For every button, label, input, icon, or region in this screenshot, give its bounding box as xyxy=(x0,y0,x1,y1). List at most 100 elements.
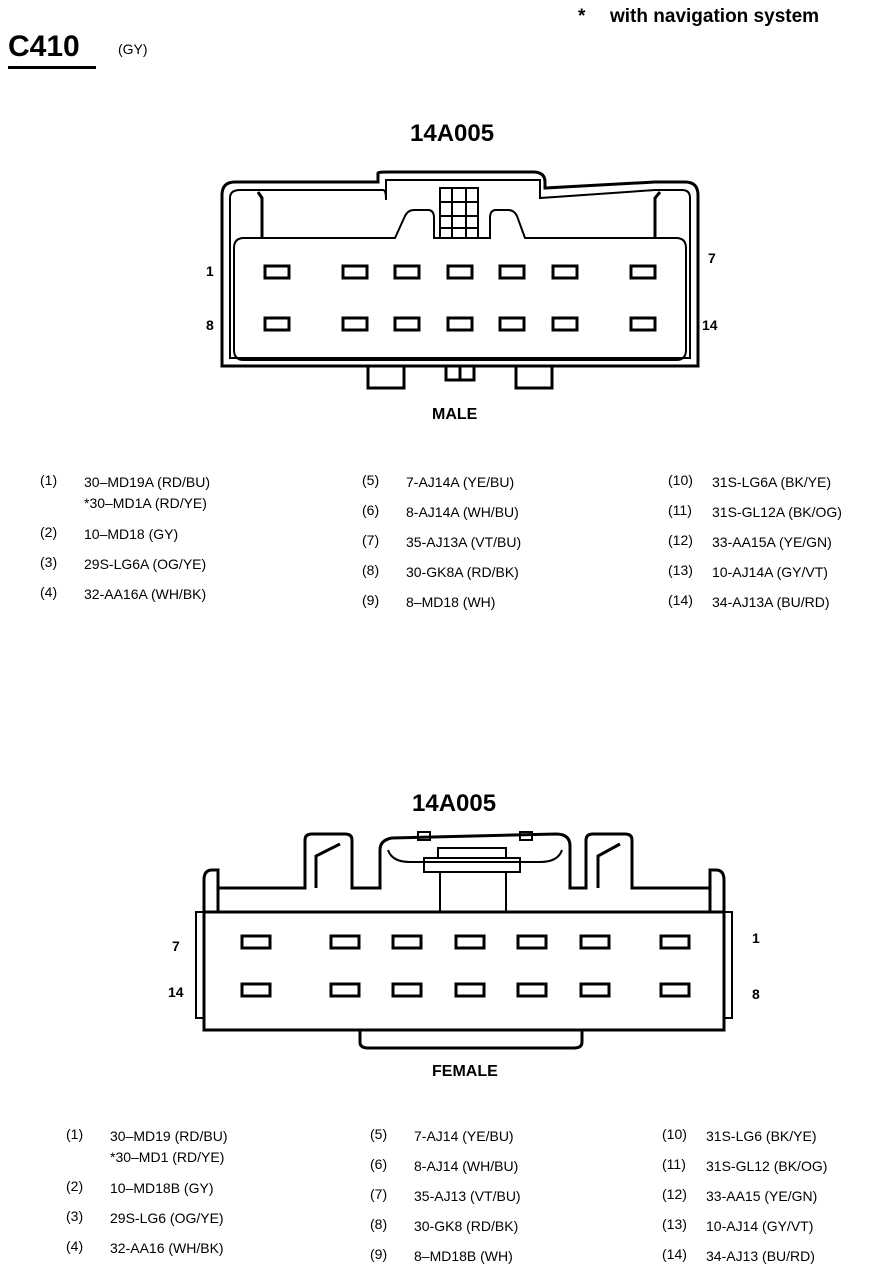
wire-circuit: 35-AJ13A (VT/BU) xyxy=(406,532,521,553)
wire-pin-number: (3) xyxy=(66,1208,84,1224)
female-cavity-8 xyxy=(659,982,691,998)
wire-pin-number: (10) xyxy=(668,472,693,488)
wire-circuit: 33-AA15A (YE/GN) xyxy=(712,532,832,553)
wire-pin-number: (11) xyxy=(668,502,692,518)
wire-entry: (14)34-AJ13 (BU/RD) xyxy=(662,1246,827,1276)
wire-pin-number: (8) xyxy=(362,562,380,578)
wire-pin-number: (5) xyxy=(362,472,380,488)
wire-circuit: 33-AA15 (YE/GN) xyxy=(706,1186,817,1207)
wire-circuit: 31S-GL12A (BK/OG) xyxy=(712,502,842,523)
wire-pin-number: (3) xyxy=(40,554,58,570)
female-cavity-7 xyxy=(240,934,272,950)
wire-circuit: 10–MD18B (GY) xyxy=(110,1178,213,1199)
male-pin-label-top-right: 7 xyxy=(708,250,716,266)
wire-entry: (9) 8–MD18 (WH) xyxy=(362,592,521,622)
male-pin-label-bottom-left: 8 xyxy=(206,317,214,333)
wire-circuit: 35-AJ13 (VT/BU) xyxy=(414,1186,521,1207)
female-wire-column-2: (5)7-AJ14 (YE/BU)(6)8-AJ14 (WH/BU)(7) 35-… xyxy=(370,1126,521,1276)
wire-circuit-line: 7-AJ14A (YE/BU) xyxy=(406,474,515,490)
male-cavity-7 xyxy=(629,264,657,280)
wire-circuit: 31S-LG6A (BK/YE) xyxy=(712,472,831,493)
connector-color: (GY) xyxy=(118,41,148,57)
wire-entry: (13)10-AJ14 (GY/VT) xyxy=(662,1216,827,1246)
wire-entry: (2)10–MD18B (GY) xyxy=(66,1178,227,1208)
wire-pin-number: (9) xyxy=(362,592,380,608)
wire-pin-number: (8) xyxy=(370,1216,388,1232)
female-cavity-11 xyxy=(454,982,486,998)
female-cavity-3 xyxy=(516,934,548,950)
wire-circuit-line: 30-GK8A (RD/BK) xyxy=(406,564,519,580)
wire-entry: (8)30-GK8 (RD/BK) xyxy=(370,1216,521,1246)
female-cavity-10 xyxy=(516,982,548,998)
wire-pin-number: (13) xyxy=(668,562,693,578)
male-cavity-3 xyxy=(393,264,421,280)
wire-circuit: 30–MD19A (RD/BU)*30–MD1A (RD/YE) xyxy=(84,472,210,514)
wire-circuit-line: 8-AJ14A (WH/BU) xyxy=(406,504,519,520)
wire-circuit-line: 10–MD18B (GY) xyxy=(110,1180,214,1196)
wire-entry: (6)8-AJ14 (WH/BU) xyxy=(370,1156,521,1186)
wire-entry: (11) 31S-GL12A (BK/OG) xyxy=(668,502,842,532)
wire-circuit-line: 34-AJ13A (BU/RD) xyxy=(712,594,830,610)
wire-entry: (12) 33-AA15 (YE/GN) xyxy=(662,1186,827,1216)
wire-circuit: 8–MD18 (WH) xyxy=(406,592,495,613)
female-wire-column-3: (10)31S-LG6 (BK/YE)(11)31S-GL12 (BK/OG)(… xyxy=(662,1126,827,1276)
wire-pin-number: (9) xyxy=(370,1246,388,1262)
wire-entry: (3) 29S-LG6 (OG/YE) xyxy=(66,1208,227,1238)
male-pin-label-top-left: 1 xyxy=(206,263,214,279)
wire-entry: (5)7-AJ14 (YE/BU) xyxy=(370,1126,521,1156)
wire-entry: (7) 35-AJ13 (VT/BU) xyxy=(370,1186,521,1216)
female-cavity-6 xyxy=(329,934,361,950)
male-wire-column-3: (10) 31S-LG6A (BK/YE) (11) 31S-GL12A (BK/OG… xyxy=(668,472,842,622)
connector-id: C410 xyxy=(8,30,80,63)
wire-circuit-line: 29S-LG6A (OG/YE) xyxy=(84,556,207,572)
wire-pin-number: (11) xyxy=(662,1156,686,1172)
wire-circuit-line: 35-AJ13 (VT/BU) xyxy=(414,1188,521,1204)
wire-circuit-line: 33-AA15A (YE/GN) xyxy=(712,534,832,550)
male-cavity-14 xyxy=(629,316,657,332)
wire-entry: (4)32-AA16A (WH/BK) xyxy=(40,584,210,614)
male-cavity-1 xyxy=(263,264,291,280)
wire-circuit-line: 31S-GL12 (BK/OG) xyxy=(706,1158,828,1174)
wire-circuit: 32-AA16 (WH/BK) xyxy=(110,1238,224,1259)
male-part-number: 14A005 xyxy=(410,120,495,147)
wire-circuit: 8-AJ14 (WH/BU) xyxy=(414,1156,518,1177)
wire-circuit: 7-AJ14 (YE/BU) xyxy=(414,1126,514,1147)
wire-circuit-line: *30–MD1A (RD/YE) xyxy=(84,495,207,511)
wire-circuit: 29S-LG6 (OG/YE) xyxy=(110,1208,224,1229)
wire-circuit-line: 8-AJ14 (WH/BU) xyxy=(414,1158,519,1174)
wire-entry: (10) 31S-LG6A (BK/YE) xyxy=(668,472,842,502)
wire-entry: (3) 29S-LG6A (OG/YE) xyxy=(40,554,210,584)
male-connector-housing xyxy=(220,170,700,390)
wire-pin-number: (12) xyxy=(662,1186,687,1202)
wire-entry: (1) 30–MD19 (RD/BU)*30–MD1 (RD/YE) xyxy=(66,1126,227,1178)
wire-pin-number: (4) xyxy=(66,1238,84,1254)
male-cavity-11 xyxy=(446,316,474,332)
female-part-number: 14A005 xyxy=(412,790,497,817)
wire-pin-number: (7) xyxy=(370,1186,388,1202)
wire-circuit: 30-GK8A (RD/BK) xyxy=(406,562,519,583)
male-wire-column-2: (5)7-AJ14A (YE/BU)(6)8-AJ14A (WH/BU)(7)3… xyxy=(362,472,521,622)
male-pin-cavities xyxy=(263,264,657,332)
wire-circuit-line: 35-AJ13A (VT/BU) xyxy=(406,534,522,550)
female-cavity-14 xyxy=(240,982,272,998)
male-pin-label-bottom-right: 14 xyxy=(702,317,718,333)
female-cavity-2 xyxy=(579,934,611,950)
wire-pin-number: (1) xyxy=(66,1126,84,1142)
male-cavity-6 xyxy=(551,264,579,280)
male-cavity-8 xyxy=(263,316,291,332)
wire-entry: (9)8–MD18B (WH) xyxy=(370,1246,521,1276)
wire-circuit: 30–MD19 (RD/BU)*30–MD1 (RD/YE) xyxy=(110,1126,227,1168)
male-cavity-4 xyxy=(446,264,474,280)
male-cavity-2 xyxy=(341,264,369,280)
wire-entry: (1)30–MD19A (RD/BU)*30–MD1A (RD/YE) xyxy=(40,472,210,524)
wire-circuit-line: 29S-LG6 (OG/YE) xyxy=(110,1210,224,1226)
female-view-label: FEMALE xyxy=(432,1063,498,1080)
wire-circuit: 34-AJ13 (BU/RD) xyxy=(706,1246,815,1267)
navigation-note: *with navigation system xyxy=(578,6,819,28)
female-cavity-5 xyxy=(391,934,423,950)
wire-circuit-line: 31S-LG6A (BK/YE) xyxy=(712,474,832,490)
wire-entry: (12)33-AA15A (YE/GN) xyxy=(668,532,842,562)
female-pin-label-top-right: 1 xyxy=(752,930,760,946)
wire-circuit: 8-AJ14A (WH/BU) xyxy=(406,502,519,523)
wire-circuit-line: 31S-GL12A (BK/OG) xyxy=(712,504,842,520)
